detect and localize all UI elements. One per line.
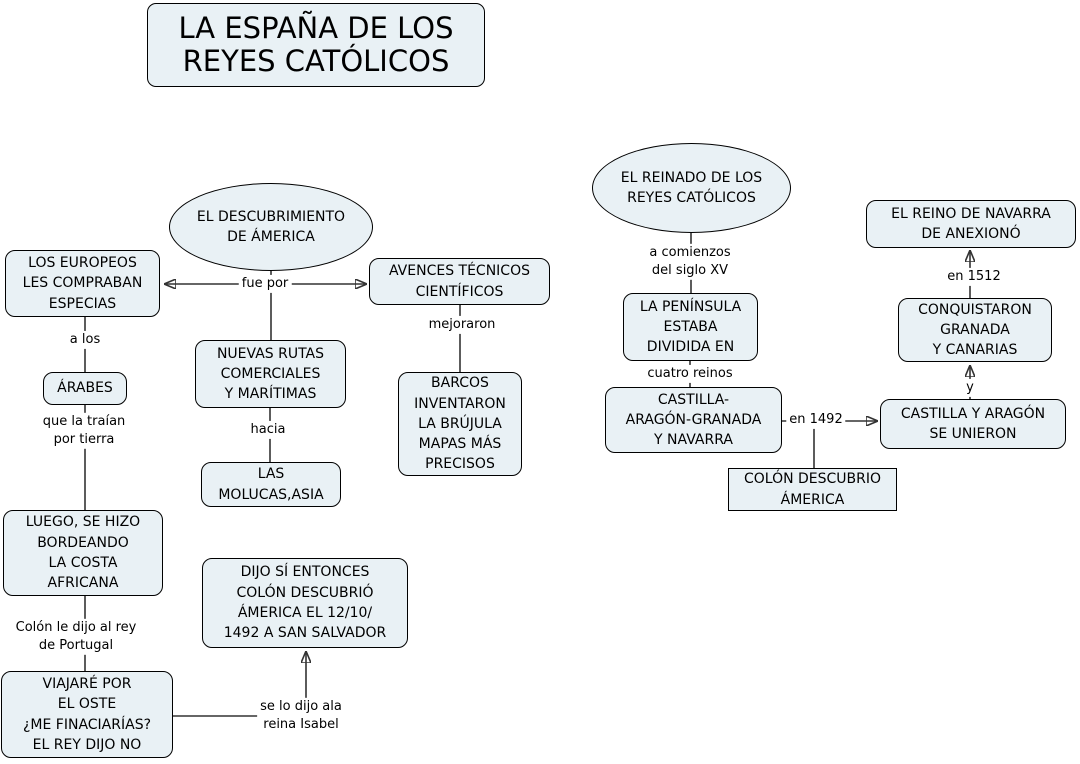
node-castilla-y-aragon-se-unieron[interactable]: CASTILLA Y ARAGÓN SE UNIERON — [880, 399, 1066, 449]
node-castilla-aragon-granada-navarra[interactable]: CASTILLA- ARAGÓN-GRANADA Y NAVARRA — [605, 387, 782, 453]
node-peninsula-dividida[interactable]: LA PENÍNSULA ESTABA DIVIDIDA EN — [623, 293, 758, 361]
edge-label-fue-por[interactable]: fue por — [238, 274, 292, 294]
node-nuevas-rutas[interactable]: NUEVAS RUTAS COMERCIALES Y MARÍTIMAS — [195, 340, 346, 408]
edge-label-mejoraron[interactable]: mejoraron — [425, 315, 499, 335]
edge-label-se-lo-dijo[interactable]: se lo dijo ala reina Isabel — [257, 697, 345, 735]
node-avences-tecnicos[interactable]: AVENCES TÉCNICOS CIENTÍFICOS — [369, 258, 550, 305]
edge-label-hacia[interactable]: hacia — [247, 420, 289, 440]
node-dijo-si-colon-descubrio[interactable]: DIJO SÍ ENTONCES COLÓN DESCUBRIÓ ÁMERICA… — [202, 558, 408, 648]
node-descubrimiento-america[interactable]: EL DESCUBRIMIENTO DE ÁMERICA — [169, 183, 373, 271]
map-title: LA ESPAÑA DE LOS REYES CATÓLICOS — [147, 3, 485, 87]
edge-label-y[interactable]: y — [963, 378, 977, 398]
edge-label-colon-le-dijo[interactable]: Colón le dijo al rey de Portugal — [12, 618, 140, 656]
node-luego-costa-africana[interactable]: LUEGO, SE HIZO BORDEANDO LA COSTA AFRICA… — [3, 510, 163, 596]
edge-label-que-la-traian[interactable]: que la traían por tierra — [39, 412, 129, 450]
node-reinado-reyes-catolicos[interactable]: EL REINADO DE LOS REYES CATÓLICOS — [592, 143, 791, 233]
node-viajare-por-el-oste[interactable]: VIAJARÉ POR EL OSTE ¿ME FINACIARÍAS? EL … — [1, 671, 173, 758]
node-conquistaron-granada-canarias[interactable]: CONQUISTARON GRANADA Y CANARIAS — [898, 298, 1052, 362]
edge-label-en-1512[interactable]: en 1512 — [944, 267, 1004, 287]
node-barcos-brujula-mapas[interactable]: BARCOS INVENTARON LA BRÚJULA MAPAS MÁS P… — [398, 372, 522, 476]
node-arabes[interactable]: ÁRABES — [43, 372, 127, 405]
edge-label-a-los[interactable]: a los — [66, 330, 104, 350]
edge-label-en-1492[interactable]: en 1492 — [786, 410, 846, 430]
node-colon-descubrio-america[interactable]: COLÓN DESCUBRIO ÁMERICA — [728, 468, 897, 511]
node-molucas-asia[interactable]: LAS MOLUCAS,ASIA — [201, 462, 341, 507]
edge-label-a-comienzos[interactable]: a comienzos del siglo XV — [646, 243, 734, 281]
node-reino-navarra-anexiono[interactable]: EL REINO DE NAVARRA DE ANEXIONÓ — [866, 200, 1076, 248]
node-europeos-compraban-especias[interactable]: LOS EUROPEOS LES COMPRABAN ESPECIAS — [5, 250, 160, 317]
edge-label-cuatro-reinos[interactable]: cuatro reinos — [644, 364, 736, 384]
